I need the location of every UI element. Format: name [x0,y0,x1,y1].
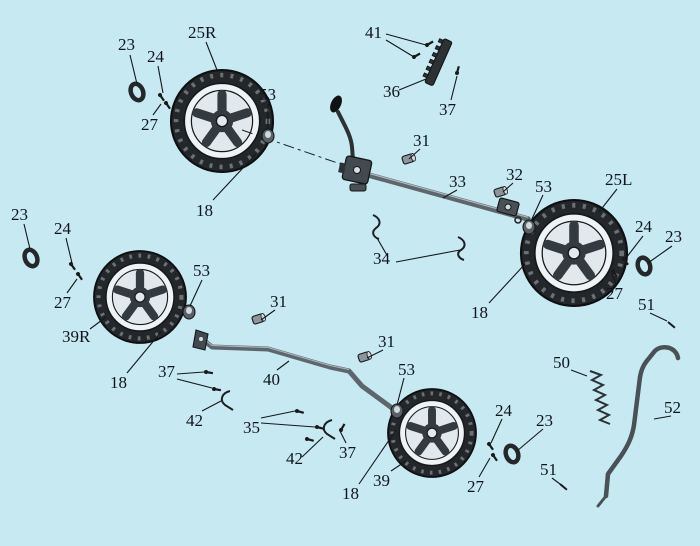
wheel-25R [171,70,273,172]
part-label: 24 [54,219,71,238]
part-label: 18 [196,201,213,220]
part-label: 27 [606,284,623,303]
part-label: 32 [506,165,523,184]
part-label: 31 [413,131,430,150]
part-label: 41 [365,23,382,42]
part-label: 53 [193,261,210,280]
part-label: 39 [373,471,390,490]
adjust-lever [330,95,373,192]
part-label: 27 [141,115,158,134]
bushing-53-topleft [261,128,275,144]
part-label: 42 [286,449,303,468]
part-label: 23 [118,35,135,54]
part-label: 18 [110,373,127,392]
washer-23-left [22,247,40,269]
bushing-53-right [522,219,536,235]
part-label: 51 [540,460,557,479]
part-label: 53 [398,360,415,379]
part-label: 27 [54,293,71,312]
washer-23-topleft [128,81,146,103]
part-label: 42 [186,411,203,430]
axle-rod-33 [351,168,531,222]
part-label: 50 [553,353,570,372]
washer-23-right [635,255,653,277]
part-label: 24 [635,217,652,236]
part-label: 31 [378,332,395,351]
axis-centerline [241,129,353,169]
spacer-ring [514,216,522,224]
hook-34-b [457,236,466,261]
part-label: 52 [664,398,681,417]
part-label: 24 [147,47,164,66]
part-label: 23 [665,227,682,246]
washer-23-bottom [503,443,521,465]
handle-rod-52 [596,344,681,508]
rack-36 [422,38,453,86]
screws-and-pins [69,40,676,491]
part-label: 31 [270,292,287,311]
spring-50 [589,370,612,425]
sleeve-31-b [251,313,266,325]
part-label: 35 [243,418,260,437]
part-label: 36 [383,82,400,101]
part-label: 25R [188,23,217,42]
sleeve-32 [493,186,508,198]
part-label: 39R [62,327,91,346]
part-label: 33 [449,172,466,191]
part-label: 23 [536,411,553,430]
bushing-53-left [182,304,196,320]
part-label: 27 [467,477,484,496]
part-label: 18 [342,484,359,503]
part-label: 24 [495,401,512,420]
leader-lines [23,33,673,485]
part-label: 53 [535,177,552,196]
part-label: 23 [11,205,28,224]
wheel-39R [94,251,186,343]
part-label: 34 [373,249,390,268]
part-label: 25L [605,170,633,189]
part-label: 40 [263,370,280,389]
part-label: 37 [158,362,175,381]
hook-34-a [372,214,381,240]
bushing-53-bottom [390,403,404,419]
part-label: 37 [439,100,456,119]
part-label: 53 [259,85,276,104]
part-label: 51 [638,295,655,314]
axle-rod-40 [192,329,395,411]
part-label: 37 [339,443,356,462]
hook-42-b [322,419,336,440]
hook-42-a [220,390,234,411]
part-label: 18 [471,303,488,322]
